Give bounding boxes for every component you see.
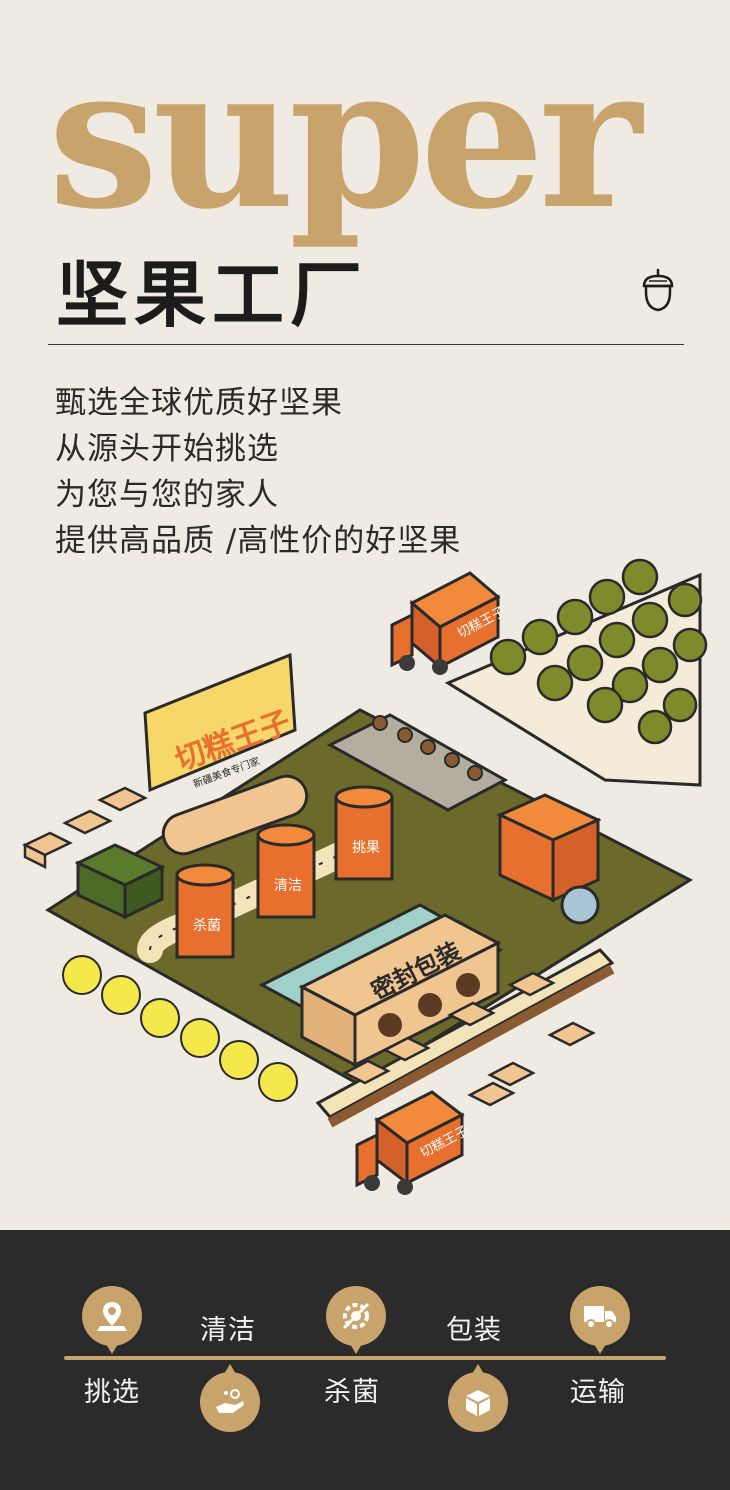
sterilize-gear-icon [326, 1286, 386, 1354]
step-label-sterilize: 杀菌 [324, 1377, 380, 1408]
hopper-block [74, 843, 166, 920]
map-pin-icon [82, 1286, 142, 1354]
tank-pick: 挑果 [334, 785, 394, 881]
intro-line: 从源头开始挑选 [55, 431, 279, 467]
nut-conveyor [326, 713, 509, 812]
intro-line: 提供高品质 /高性价的好坚果 [55, 523, 462, 559]
process-timeline [64, 1356, 666, 1360]
tank-label: 杀菌 [193, 918, 221, 934]
step-label-pick: 挑选 [84, 1377, 140, 1408]
process-footer: 挑选 清洁 杀菌 包装 运输 [0, 1230, 730, 1490]
tank-label: 清洁 [274, 878, 302, 894]
tank-sterilize: 杀菌 [175, 863, 235, 959]
intro-text: 甄选全球优质好坚果 从源头开始挑选 为您与您的家人 提供高品质 /高性价的好坚果 [55, 380, 675, 564]
control-machine [496, 793, 602, 925]
tank-clean: 清洁 [256, 823, 316, 919]
header-divider [48, 344, 684, 345]
cleaning-hand-icon [200, 1364, 260, 1432]
yellow-balls [62, 955, 298, 1102]
boxes-left [22, 786, 148, 870]
delivery-truck-bottom: 切糕王子 [355, 1090, 471, 1195]
tank-label: 挑果 [352, 840, 380, 856]
package-box-icon [448, 1364, 508, 1432]
output-conveyor [315, 948, 615, 1128]
orchard [444, 558, 708, 787]
delivery-truck-top: 切糕王子 [390, 571, 508, 675]
factory-illustration: 切糕王子 切糕王子 新疆美食专门家 杀菌 清洁 [22, 558, 708, 1195]
hero-word: super [48, 23, 642, 253]
acorn-icon [642, 268, 674, 312]
intro-line: 甄选全球优质好坚果 [55, 385, 343, 421]
truck-icon [570, 1286, 630, 1354]
intro-line: 为您与您的家人 [55, 477, 279, 513]
packaging-machine: 密封包装 [258, 903, 504, 1068]
step-label-pack: 包装 [446, 1315, 502, 1346]
step-label-clean: 清洁 [200, 1315, 256, 1346]
step-label-ship: 运输 [570, 1377, 626, 1408]
page-title: 坚果工厂 [56, 253, 369, 337]
